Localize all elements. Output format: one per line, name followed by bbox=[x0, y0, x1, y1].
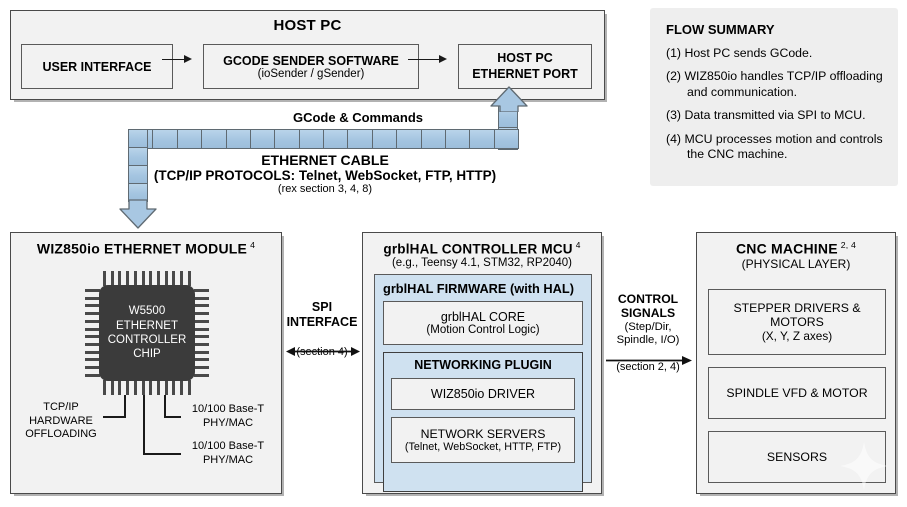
flow-summary-heading: FLOW SUMMARY bbox=[666, 22, 775, 37]
wiz850io-title-ref: 4 bbox=[250, 240, 256, 250]
networking-plugin-title: NETWORKING PLUGIN bbox=[414, 358, 552, 372]
list-item: (3) Data transmitted via SPI to MCU. bbox=[666, 108, 866, 123]
mcu-title-text: grblHAL CONTROLLER MCU bbox=[383, 241, 573, 257]
control-line-4: Spindle, I/O) bbox=[616, 334, 680, 347]
list-item: (2) WIZ850io handles TCP/IP offloading a… bbox=[666, 69, 883, 99]
cnc-title-text: CNC MACHINE bbox=[735, 240, 838, 257]
chip-line-2: ETHERNET bbox=[116, 319, 178, 332]
w5500-chip-body: W5500 ETHERNET CONTROLLER CHIP bbox=[99, 285, 195, 381]
caption-phymac-1: 10/100 Base-T PHY/MAC bbox=[181, 403, 275, 430]
cable-arrow-down-icon bbox=[118, 199, 158, 229]
flow-summary-panel: FLOW SUMMARY (1) Host PC sends GCode. (2… bbox=[650, 8, 898, 186]
servers-title: NETWORK SERVERS bbox=[420, 427, 546, 441]
ethernet-cable-section-ref: (rex section 3, 4, 8) bbox=[277, 183, 373, 195]
cnc-subtitle: (PHYSICAL LAYER) bbox=[741, 256, 851, 271]
host-ethernet-port-box: HOST PC ETHERNET PORT bbox=[458, 44, 592, 89]
caption-tcpip-offloading: TCP/IP HARDWARE OFFLOADING bbox=[19, 401, 103, 442]
wiz850io-driver-box: WIZ850io DRIVER bbox=[391, 378, 575, 410]
chip-pins-top-icon bbox=[103, 271, 191, 286]
list-item: (1) Host PC sends GCode. bbox=[666, 46, 813, 60]
host-ethernet-port-line2: ETHERNET PORT bbox=[472, 66, 578, 81]
networking-plugin-box: NETWORKING PLUGIN WIZ850io DRIVER NETWOR… bbox=[383, 352, 583, 492]
steppers-line-1: STEPPER DRIVERS & bbox=[733, 301, 861, 315]
spi-interface-label: SPI INTERFACE (section 4) bbox=[286, 300, 358, 358]
spindle-label: SPINDLE VFD & MOTOR bbox=[726, 386, 868, 400]
leader-line-phymac2-h bbox=[143, 453, 181, 455]
chip-pins-right-icon bbox=[194, 289, 209, 377]
spi-line-2: INTERFACE bbox=[286, 315, 358, 329]
list-item: (4) MCU processes motion and controls th… bbox=[666, 131, 883, 162]
ethernet-cable-title: ETHERNET CABLE bbox=[261, 152, 389, 168]
mcu-subtitle: (e.g., Teensy 4.1, STM32, RP2040) bbox=[391, 256, 573, 269]
user-interface-label: USER INTERFACE bbox=[42, 59, 152, 74]
host-ethernet-port-line1: HOST PC bbox=[497, 50, 553, 65]
control-line-2: SIGNALS bbox=[620, 306, 676, 321]
chip-pins-bottom-icon bbox=[103, 380, 191, 395]
servers-subtitle: (Telnet, WebSocket, HTTP, FTP) bbox=[404, 441, 562, 453]
control-signals-arrow-icon bbox=[606, 353, 692, 365]
leader-line-phymac1-v bbox=[164, 395, 166, 417]
leader-line-phymac2-v bbox=[143, 395, 145, 454]
core-title: grblHAL CORE bbox=[440, 310, 526, 324]
leader-line-offloading-h bbox=[103, 416, 126, 418]
caption-phymac2-l2: PHY/MAC bbox=[202, 453, 254, 466]
control-signals-label: CONTROL SIGNALS (Step/Dir, Spindle, I/O)… bbox=[606, 292, 690, 373]
gcode-sender-title: GCODE SENDER SOFTWARE bbox=[223, 53, 399, 68]
firmware-title: grblHAL FIRMWARE (with HAL) bbox=[383, 281, 574, 296]
gcode-commands-label: GCode & Commands bbox=[292, 110, 423, 125]
caption-phymac1-l1: 10/100 Base-T bbox=[191, 403, 265, 415]
mcu-title-ref: 4 bbox=[575, 240, 581, 250]
ethernet-cable-horizontal bbox=[128, 129, 520, 149]
ethernet-cable-protocols: (TCP/IP PROTOCOLS: Telnet, WebSocket, FT… bbox=[153, 168, 497, 183]
caption-phymac-2: 10/100 Base-T PHY/MAC bbox=[181, 440, 275, 467]
ethernet-cable-caption: ETHERNET CABLE (TCP/IP PROTOCOLS: Telnet… bbox=[110, 152, 540, 195]
leader-line-phymac1-h bbox=[164, 416, 181, 418]
arrow-ui-to-sender-icon bbox=[162, 55, 192, 64]
caption-offload-l3: OFFLOADING bbox=[25, 428, 97, 441]
control-line-3: (Step/Dir, bbox=[624, 320, 672, 333]
cnc-title-ref: 2, 4 bbox=[840, 240, 857, 250]
leader-line-offloading-v bbox=[124, 395, 126, 417]
spindle-vfd-box: SPINDLE VFD & MOTOR bbox=[708, 367, 886, 419]
sensors-box: SENSORS bbox=[708, 431, 886, 483]
spi-bidirectional-arrow-icon bbox=[286, 344, 360, 356]
sensors-label: SENSORS bbox=[766, 450, 828, 464]
caption-phymac1-l2: PHY/MAC bbox=[202, 416, 254, 429]
spi-line-1: SPI bbox=[311, 300, 333, 314]
cable-arrow-up-icon bbox=[489, 86, 529, 112]
stepper-drivers-box: STEPPER DRIVERS & MOTORS (X, Y, Z axes) bbox=[708, 289, 886, 355]
grblhal-core-box: grblHAL CORE (Motion Control Logic) bbox=[383, 301, 583, 345]
core-subtitle: (Motion Control Logic) bbox=[426, 324, 540, 336]
control-line-1: CONTROL bbox=[617, 292, 679, 306]
user-interface-box: USER INTERFACE bbox=[21, 44, 173, 89]
chip-line-3: CONTROLLER bbox=[107, 334, 187, 346]
steppers-line-2: MOTORS bbox=[770, 315, 824, 329]
grblhal-firmware-box: grblHAL FIRMWARE (with HAL) grblHAL CORE… bbox=[374, 274, 592, 492]
chip-line-4: CHIP bbox=[133, 348, 161, 361]
wiz850io-title-text: WIZ850io ETHERNET MODULE bbox=[36, 240, 248, 257]
gcode-sender-box: GCODE SENDER SOFTWARE (ioSender / gSende… bbox=[203, 44, 419, 89]
caption-phymac2-l1: 10/100 Base-T bbox=[191, 440, 265, 452]
flow-summary-list: (1) Host PC sends GCode. (2) WIZ850io ha… bbox=[666, 46, 884, 163]
driver-label: WIZ850io DRIVER bbox=[430, 387, 536, 401]
host-pc-panel: HOST PC USER INTERFACE GCODE SENDER SOFT… bbox=[10, 10, 605, 100]
control-section-ref: (section 2, 4) bbox=[616, 360, 680, 373]
host-pc-title: HOST PC bbox=[273, 17, 342, 34]
caption-offload-l2: HARDWARE bbox=[29, 414, 93, 427]
chip-pins-left-icon bbox=[85, 289, 100, 377]
network-servers-box: NETWORK SERVERS (Telnet, WebSocket, HTTP… bbox=[391, 417, 575, 463]
caption-offload-l1: TCP/IP bbox=[43, 401, 79, 413]
arrow-sender-to-port-icon bbox=[408, 55, 447, 64]
chip-line-1: W5500 bbox=[128, 305, 166, 318]
host-pc-row: USER INTERFACE GCODE SENDER SOFTWARE (io… bbox=[11, 44, 604, 91]
steppers-line-3: (X, Y, Z axes) bbox=[761, 329, 833, 343]
w5500-chip-assembly: W5500 ETHERNET CONTROLLER CHIP bbox=[85, 271, 209, 395]
gcode-sender-subtitle: (ioSender / gSender) bbox=[257, 67, 365, 80]
